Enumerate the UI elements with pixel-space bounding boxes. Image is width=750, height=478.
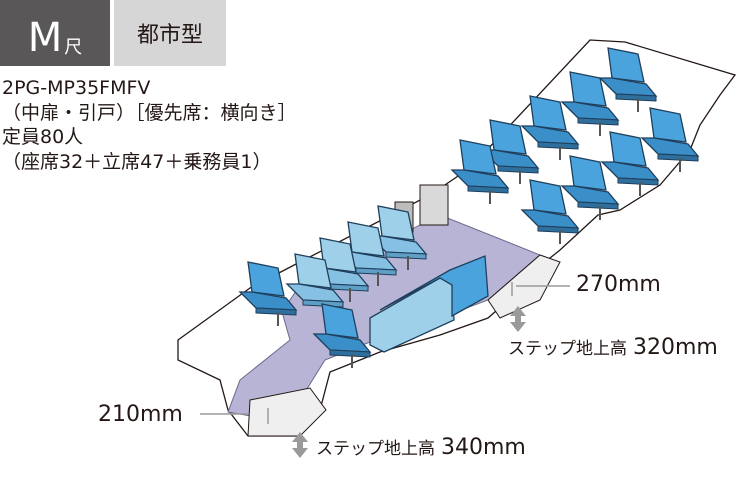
rear-step-value: 320mm bbox=[633, 335, 718, 360]
size-letter: M bbox=[27, 15, 63, 61]
step-arrows bbox=[292, 306, 526, 458]
rear-floor-height: 270mm bbox=[576, 272, 661, 297]
capacity-breakdown: （座席32＋立席47＋乗務員1） bbox=[2, 150, 272, 173]
size-badge: M 尺 bbox=[0, 0, 110, 66]
size-suffix: 尺 bbox=[64, 37, 83, 58]
type-badge: 都市型 bbox=[114, 0, 226, 66]
front-step-label: ステップ地上高 bbox=[316, 439, 435, 459]
door-info: （中扉・引戸）［優先席：横向き］ bbox=[2, 101, 297, 124]
front-floor-height: 210mm bbox=[98, 402, 183, 427]
dimension-leaders bbox=[200, 282, 570, 424]
spec-block: 2PG-MP35FMFV （中扉・引戸）［優先席：横向き］ 定員80人 （座席3… bbox=[2, 76, 297, 174]
front-step-height: ステップ地上高 340mm bbox=[316, 434, 526, 460]
front-step-value: 340mm bbox=[441, 435, 526, 460]
rear-step-height: ステップ地上高 320mm bbox=[508, 334, 718, 360]
rear-step-label: ステップ地上高 bbox=[508, 339, 627, 359]
capacity: 定員80人 bbox=[2, 126, 84, 148]
model-code: 2PG-MP35FMFV bbox=[2, 77, 151, 99]
